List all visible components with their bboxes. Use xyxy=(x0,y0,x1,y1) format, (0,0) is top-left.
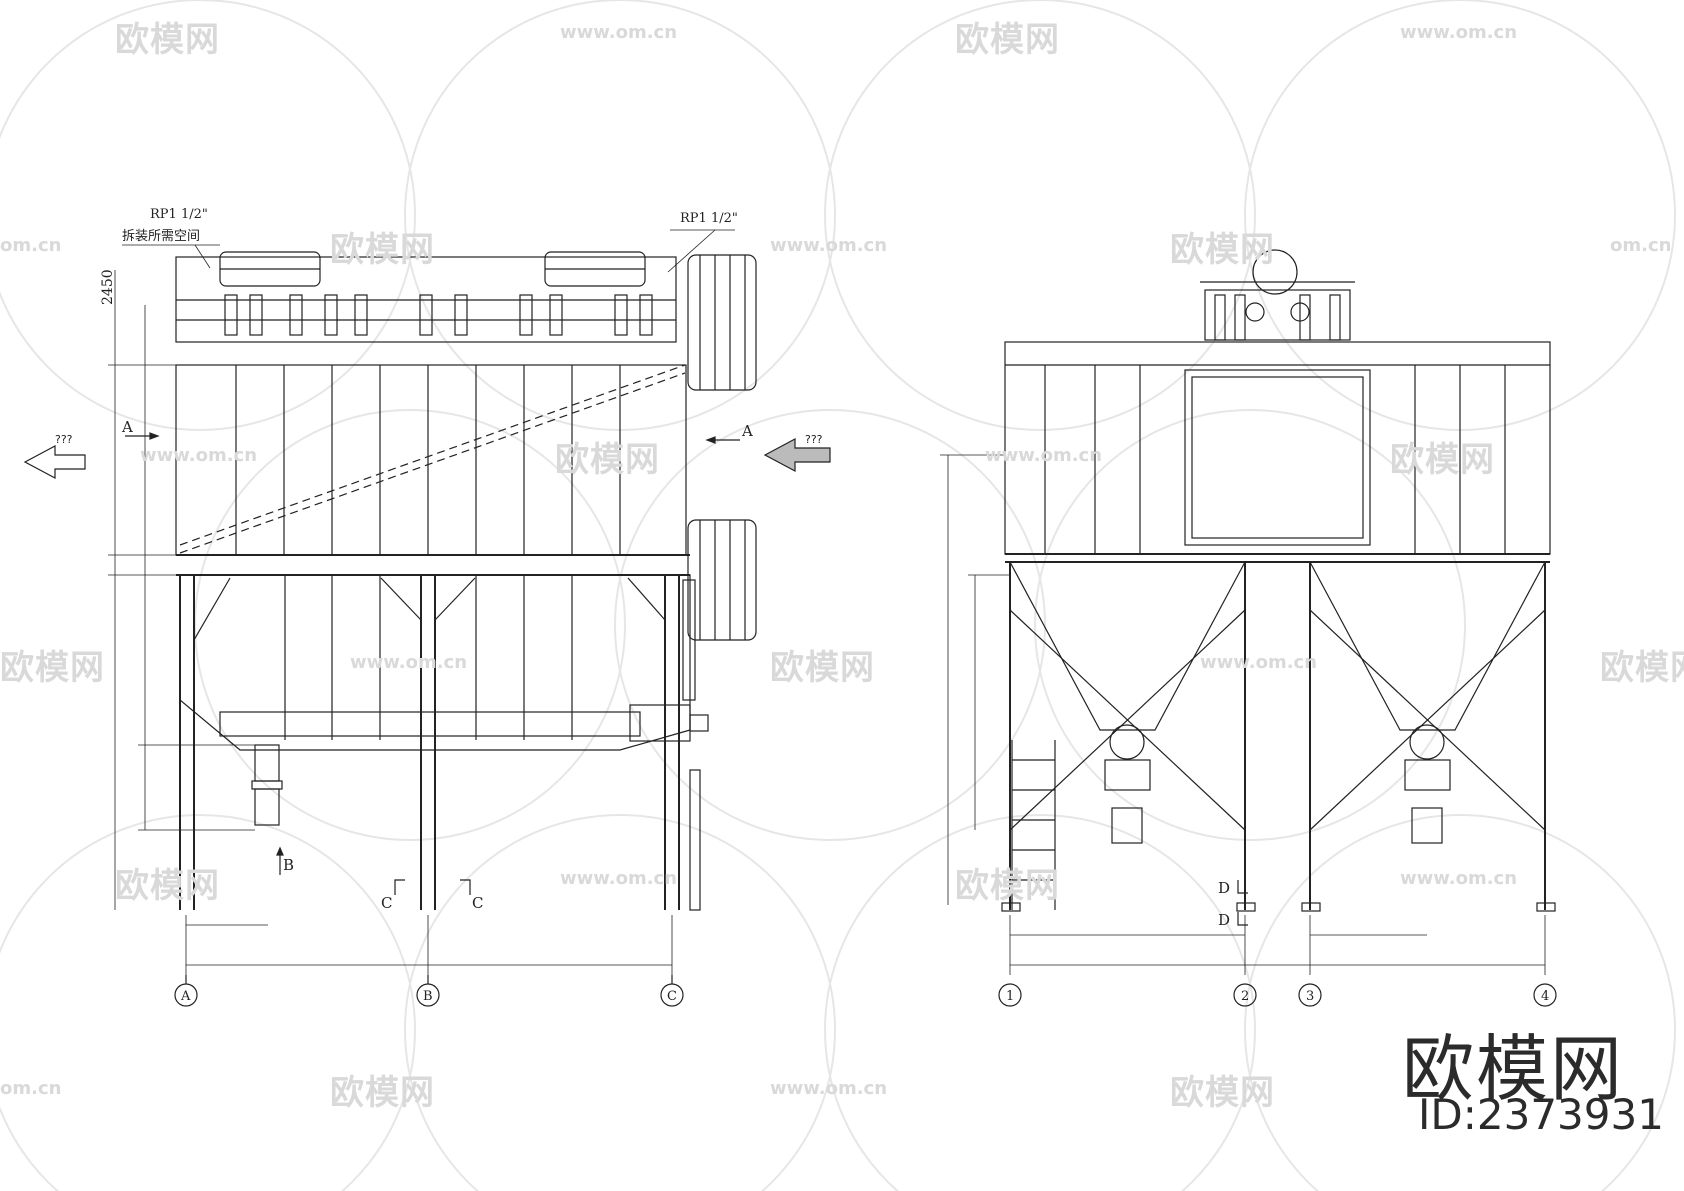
section-d-bottom-label: D xyxy=(1218,911,1230,929)
section-a-right-label: A xyxy=(741,422,753,440)
axis-label-2: 2 xyxy=(1241,989,1249,1004)
section-c-right-label: C xyxy=(472,894,483,912)
section-b-label: B xyxy=(283,856,294,874)
access-door xyxy=(1184,369,1371,546)
watermark-logo: 欧模网 xyxy=(330,1073,435,1113)
watermark-logo: 欧模网 xyxy=(1170,1073,1275,1113)
section-c-left-label: C xyxy=(381,894,392,912)
axis-circle-4 xyxy=(1533,983,1557,1007)
watermark-url-fragment: om.cn xyxy=(0,1078,62,1099)
watermark-logo: 欧模网 xyxy=(330,230,435,270)
section-a-left-label: A xyxy=(121,418,133,436)
watermark-logo: 欧模网 xyxy=(955,20,1060,60)
axis-label-4: 4 xyxy=(1541,989,1549,1004)
axis-label-c: C xyxy=(667,989,677,1004)
watermark-url: www.om.cn xyxy=(985,445,1103,466)
watermark-logo: 欧模网 xyxy=(1390,440,1495,480)
valve-row-top xyxy=(224,294,653,336)
outlet-flow-arrow xyxy=(23,445,86,479)
pipe-label-right: RP1 1/2" xyxy=(680,211,738,226)
inlet-flow-arrow xyxy=(763,438,831,472)
section-d-top-label: D xyxy=(1218,879,1230,897)
height-dimension: 2450 xyxy=(100,269,116,305)
inlet-duct-bottom xyxy=(687,519,757,641)
watermark-logo: 欧模网 xyxy=(555,440,660,480)
outlet-flow-label: ??? xyxy=(55,433,73,446)
inlet-flow-label: ??? xyxy=(805,433,823,446)
pipe-label-left: RP1 1/2" xyxy=(150,207,208,222)
axis-label-3: 3 xyxy=(1306,989,1314,1004)
axis-label-a: A xyxy=(180,989,191,1004)
top-valve-frame xyxy=(1204,289,1351,341)
right-elevation-view xyxy=(940,249,1557,1007)
watermark-logo: 欧模网 xyxy=(955,866,1060,906)
watermark-url: www.om.cn xyxy=(140,445,258,466)
watermark-logo: 欧模网 xyxy=(115,866,220,906)
watermark-logo: 欧模网 xyxy=(770,648,875,688)
diagonal-baffle xyxy=(179,364,686,546)
axis-circle-3 xyxy=(1298,983,1322,1007)
maintenance-note: 拆装所需空间 xyxy=(122,229,200,244)
inlet-duct-top xyxy=(687,254,757,391)
watermark-logo: 欧模网 xyxy=(1170,230,1275,270)
brand-id: ID:2373931 xyxy=(1418,1090,1664,1139)
screw-conveyor xyxy=(219,711,641,737)
hopper-left xyxy=(1008,561,1247,731)
watermark-logo: 欧模网 xyxy=(1600,648,1684,688)
axis-circle-1 xyxy=(998,983,1022,1007)
watermark-url: www.om.cn xyxy=(770,235,888,256)
rotary-valve-2 xyxy=(254,788,280,826)
watermark-url: www.om.cn xyxy=(560,22,678,43)
watermark-url: www.om.cn xyxy=(350,652,468,673)
watermark-logo: 欧模网 xyxy=(0,648,105,688)
axis-circle-2 xyxy=(1233,983,1257,1007)
watermark-url: www.om.cn xyxy=(770,1078,888,1099)
watermark-url-fragment: om.cn xyxy=(0,235,62,256)
watermark-url: www.om.cn xyxy=(1400,868,1518,889)
axis-label-1: 1 xyxy=(1006,989,1014,1004)
watermark-url: www.om.cn xyxy=(1200,652,1318,673)
watermark-url-fragment: om.cn xyxy=(1610,235,1672,256)
watermark-url: www.om.cn xyxy=(560,868,678,889)
left-elevation-view xyxy=(23,229,831,1007)
watermark-logo: 欧模网 xyxy=(115,20,220,60)
brand-name: 欧模网 xyxy=(1401,1027,1624,1111)
top-fan-housing xyxy=(1252,249,1298,295)
watermark-url: www.om.cn xyxy=(1400,22,1518,43)
hopper-right xyxy=(1308,561,1547,731)
axis-label-b: B xyxy=(423,989,433,1004)
